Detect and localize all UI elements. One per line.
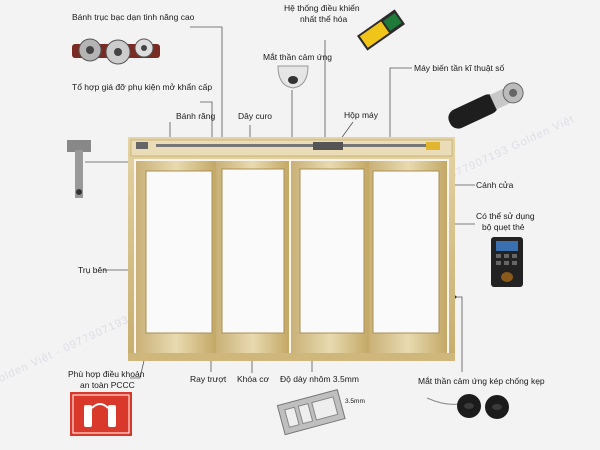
label-card-reader-2: bộ quẹt thẻ <box>482 222 525 232</box>
aluminum-profile-image <box>275 385 350 450</box>
bearing-wheel-image <box>70 30 165 75</box>
controller-box <box>426 142 440 150</box>
label-card-reader-1: Có thể sử dụng <box>476 211 535 221</box>
inverter-motor-image <box>440 78 530 138</box>
header-box <box>130 139 453 157</box>
drive-belt <box>156 144 426 147</box>
label-belt: Dây curo <box>238 111 273 121</box>
controller-board-image <box>352 5 410 60</box>
label-inverter: Máy biến tần kĩ thuật số <box>414 63 505 73</box>
label-control-system-1: Hệ thống điều khiển <box>284 3 360 13</box>
label-side-post: Trụ bên <box>78 265 107 275</box>
label-emergency-bracket: Tổ hợp giá đỡ phụ kiện mở khẩn cấp <box>72 82 213 92</box>
card-reader-image <box>490 236 524 293</box>
door-panels <box>136 161 447 355</box>
label-fire-safety-1: Phù hợp điều khoản <box>68 369 145 379</box>
label-motion-sensor: Mắt thần cảm ứng <box>263 52 333 62</box>
sliding-door-assembly <box>128 137 455 361</box>
label-control-system-2: nhất thể hóa <box>300 14 348 24</box>
label-mechanical-lock: Khóa cơ <box>237 374 270 384</box>
label-double-sensor: Mắt thần cảm ứng kép chống kẹp <box>418 376 545 386</box>
label-aluminum-thickness: Độ dày nhôm 3.5mm <box>280 374 359 384</box>
label-fire-safety-2: an toàn PCCC <box>80 380 135 390</box>
emergency-bracket-image <box>65 138 95 208</box>
double-sensor-image <box>425 388 515 428</box>
fire-safety-sign <box>70 392 132 441</box>
label-sliding-rail: Ray trượt <box>190 374 227 384</box>
label-bearing-wheel: Bánh trục bạc dạn tinh năng cao <box>72 12 195 22</box>
label-door-panel: Cánh cửa <box>476 180 514 190</box>
label-gear: Bánh răng <box>176 111 216 121</box>
label-motor-box: Hộp máy <box>344 110 379 120</box>
motor-box <box>313 142 343 150</box>
gear-wheel <box>136 142 148 149</box>
motion-sensor-image <box>275 62 311 95</box>
bottom-rail <box>128 353 455 361</box>
thickness-tag: 3.5mm <box>345 398 365 405</box>
